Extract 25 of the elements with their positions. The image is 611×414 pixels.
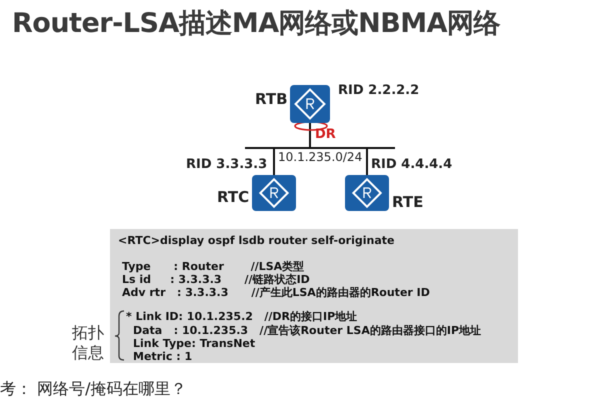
- link-line: [366, 148, 368, 175]
- router-name-label: RTE: [392, 195, 424, 210]
- group-label: 拓扑信息: [72, 323, 105, 363]
- router-id-label: RID 4.4.4.4: [371, 158, 452, 171]
- command-output-panel: [110, 229, 518, 363]
- router-name-label: RTC: [217, 190, 250, 205]
- router-id-label: RID 3.3.3.3: [186, 158, 268, 171]
- code-line: <RTC>display ospf lsdb router self-originate: [118, 235, 394, 246]
- code-line: * Link ID: 10.1.235.2 //DR的接口IP地址: [126, 311, 358, 322]
- code-line: Data : 10.1.235.3 //宣告该Router LSA的路由器接口的IP地址: [133, 325, 482, 336]
- network-label: 10.1.235.0/24: [278, 151, 362, 163]
- code-line: Metric : 1: [133, 351, 192, 362]
- router-name-label: RTB: [255, 92, 288, 107]
- code-line: Type : Router //LSA类型: [122, 261, 304, 272]
- link-line: [309, 123, 311, 147]
- code-line: Adv rtr : 3.3.3.3 //产生此LSA的路由器的Router ID: [122, 287, 430, 298]
- router-id-label: RID 2.2.2.2: [338, 84, 420, 97]
- code-line: Ls id : 3.3.3.3 //链路状态ID: [122, 274, 310, 285]
- code-line: Link Type: TransNet: [133, 338, 256, 349]
- title: Router-LSA描述MA网络或NBMA网络: [12, 10, 500, 37]
- router-icon: [252, 175, 296, 211]
- question-text: 考： 网络号/掩码在哪里？: [0, 381, 186, 397]
- link-line: [273, 148, 275, 175]
- router-icon: [290, 85, 330, 123]
- router-icon: [345, 175, 389, 211]
